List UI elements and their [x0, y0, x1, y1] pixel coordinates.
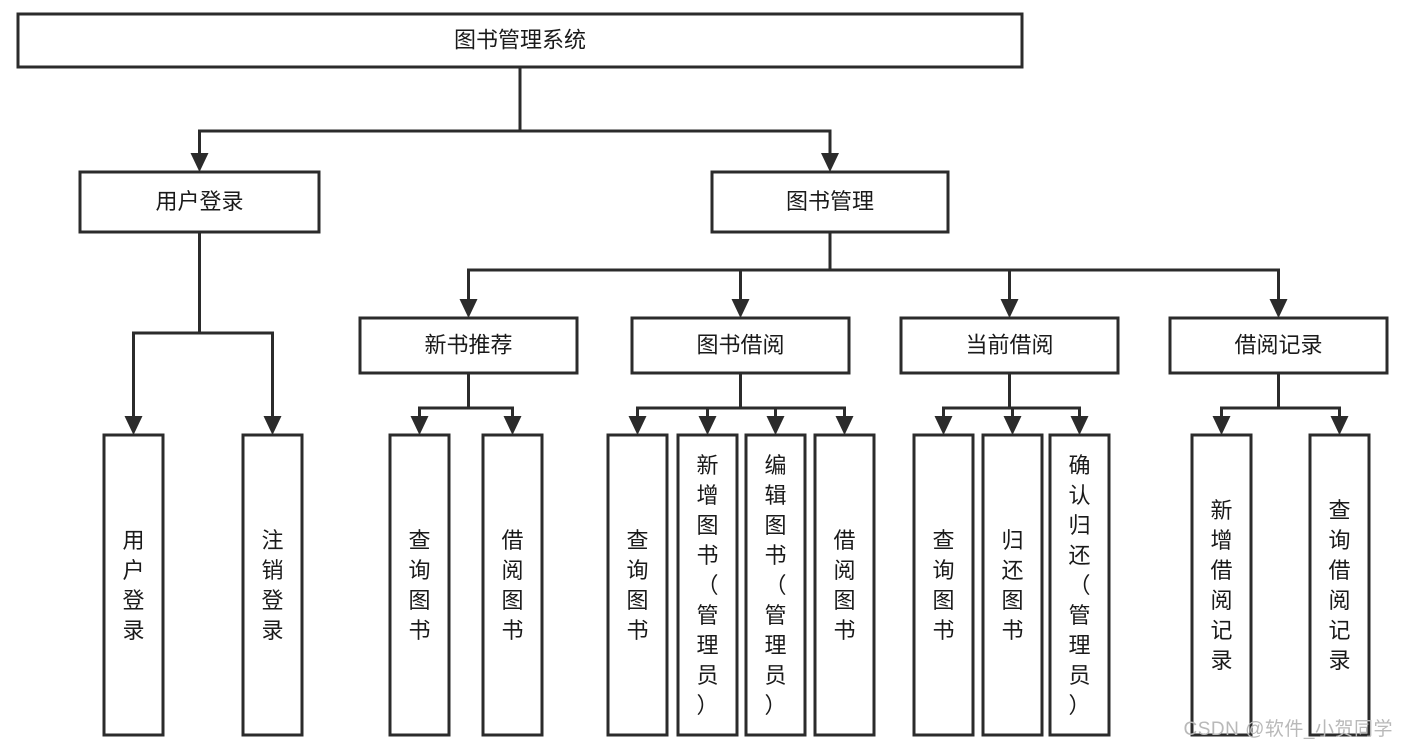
node-label-leaf-borrow-book: 借阅图书 [833, 528, 855, 643]
connector-arrowhead [1269, 299, 1288, 318]
node-label-current-borrow: 当前借阅 [965, 332, 1053, 357]
connector-arrowhead [731, 299, 750, 318]
connector-arrowhead [124, 416, 143, 435]
connector-group-current-borrow [934, 371, 1089, 435]
node-borrow-record[interactable]: 借阅记录 [1168, 316, 1389, 375]
node-box-leaf-add-book-admin [676, 433, 739, 737]
connector-arrowhead [503, 416, 522, 435]
node-box-new-book-recommend [358, 316, 579, 375]
node-root[interactable]: 图书管理系统 [16, 12, 1024, 69]
connector-layer [124, 65, 1349, 435]
connector-arrowhead [821, 153, 839, 172]
connector-group-book-management [459, 230, 1288, 318]
node-leaf-logout[interactable]: 注销登录 [241, 433, 304, 737]
node-box-user-login [78, 170, 321, 234]
node-label-leaf-return-book: 归还图书 [1001, 528, 1023, 643]
connector-arrowhead [410, 416, 429, 435]
node-label-root: 图书管理系统 [454, 27, 586, 52]
node-label-leaf-confirm-return-admin: 确认归还（管理员） [1068, 453, 1090, 718]
connector-group-book-borrow [628, 371, 854, 435]
node-new-book-recommend[interactable]: 新书推荐 [358, 316, 579, 375]
connector-arrowhead [1070, 416, 1089, 435]
node-leaf-query-book-recommend[interactable]: 查询图书 [388, 433, 451, 737]
node-leaf-add-borrow-record[interactable]: 新增借阅记录 [1190, 433, 1253, 737]
node-leaf-confirm-return-admin[interactable]: 确认归还（管理员） [1048, 433, 1111, 737]
node-leaf-borrow-book[interactable]: 借阅图书 [813, 433, 876, 737]
node-label-new-book-recommend: 新书推荐 [424, 332, 512, 357]
node-box-book-management [710, 170, 950, 234]
node-label-book-management: 图书管理 [786, 189, 874, 214]
node-box-leaf-query-book-recommend [388, 433, 451, 737]
node-leaf-query-book[interactable]: 查询图书 [606, 433, 669, 737]
node-user-login[interactable]: 用户登录 [78, 170, 321, 234]
node-leaf-return-book[interactable]: 归还图书 [981, 433, 1044, 737]
node-box-root [16, 12, 1024, 69]
node-leaf-borrow-book-recommend[interactable]: 借阅图书 [481, 433, 544, 737]
node-label-leaf-query-borrow-record: 查询借阅记录 [1328, 498, 1350, 673]
node-box-leaf-logout [241, 433, 304, 737]
connector-arrowhead [766, 416, 785, 435]
node-label-book-borrow: 图书借阅 [696, 332, 784, 357]
node-book-borrow[interactable]: 图书借阅 [630, 316, 851, 375]
watermark-label: CSDN @软件_小贺同学 [1183, 719, 1393, 740]
node-box-leaf-query-borrow-record [1308, 433, 1371, 737]
node-label-leaf-add-borrow-record: 新增借阅记录 [1210, 498, 1232, 673]
connector-group-user-login [124, 230, 282, 435]
node-current-borrow[interactable]: 当前借阅 [899, 316, 1120, 375]
node-box-leaf-return-book [981, 433, 1044, 737]
node-label-leaf-query-book-recommend: 查询图书 [408, 528, 430, 643]
connector-arrowhead [1003, 416, 1022, 435]
node-box-book-borrow [630, 316, 851, 375]
node-box-leaf-user-login [102, 433, 165, 737]
connector-group-new-book-recommend [410, 371, 522, 435]
node-book-management[interactable]: 图书管理 [710, 170, 950, 234]
connector-arrowhead [628, 416, 647, 435]
node-leaf-query-borrow-record[interactable]: 查询借阅记录 [1308, 433, 1371, 737]
connector-arrowhead [1212, 416, 1231, 435]
node-box-leaf-borrow-book-recommend [481, 433, 544, 737]
node-leaf-add-book-admin[interactable]: 新增图书（管理员） [676, 433, 739, 737]
connector-arrowhead [459, 299, 478, 318]
node-box-leaf-edit-book-admin [744, 433, 807, 737]
node-leaf-query-book-current[interactable]: 查询图书 [912, 433, 975, 737]
connector-arrowhead [190, 153, 209, 172]
connector-arrowhead [835, 416, 854, 435]
node-box-leaf-add-borrow-record [1190, 433, 1253, 737]
node-label-leaf-edit-book-admin: 编辑图书（管理员） [764, 453, 786, 718]
node-leaf-edit-book-admin[interactable]: 编辑图书（管理员） [744, 433, 807, 737]
node-leaf-user-login[interactable]: 用户登录 [102, 433, 165, 737]
node-box-leaf-borrow-book [813, 433, 876, 737]
connector-arrowhead [934, 416, 953, 435]
node-label-leaf-user-login: 用户登录 [122, 528, 144, 643]
node-label-borrow-record: 借阅记录 [1234, 332, 1322, 357]
node-box-leaf-confirm-return-admin [1048, 433, 1111, 737]
node-box-current-borrow [899, 316, 1120, 375]
connector-arrowhead [1000, 299, 1019, 318]
node-box-borrow-record [1168, 316, 1389, 375]
node-label-leaf-logout: 注销登录 [261, 528, 283, 643]
connector-arrowhead [698, 416, 717, 435]
connector-arrowhead [1330, 416, 1349, 435]
node-label-leaf-add-book-admin: 新增图书（管理员） [696, 453, 718, 718]
node-label-leaf-query-book-current: 查询图书 [932, 528, 954, 643]
node-box-leaf-query-book-current [912, 433, 975, 737]
node-label-leaf-borrow-book-recommend: 借阅图书 [501, 528, 523, 643]
node-label-leaf-query-book: 查询图书 [626, 528, 648, 643]
connector-arrowhead [263, 416, 282, 435]
node-box-leaf-query-book [606, 433, 669, 737]
node-label-user-login: 用户登录 [155, 189, 243, 214]
node-layer: 图书管理系统用户登录图书管理新书推荐图书借阅当前借阅借阅记录用户登录注销登录查询… [16, 12, 1389, 737]
connector-group-borrow-record [1212, 371, 1349, 435]
connector-group-root [190, 65, 839, 172]
